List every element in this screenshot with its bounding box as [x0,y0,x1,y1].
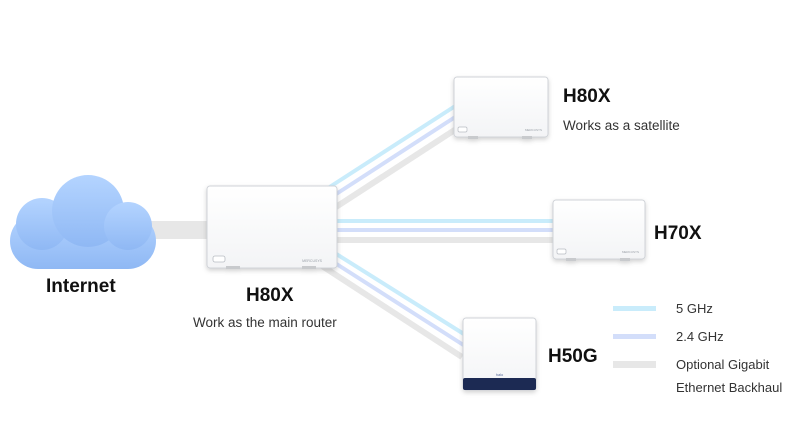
link-to-satellite-h70x [336,219,556,243]
main-router-role: Work as the main router [193,315,337,330]
brand-mark: MERCUSYS [622,250,639,254]
status-led-icon [212,255,226,263]
legend-swatch-5ghz [613,306,656,311]
status-led-icon [556,248,567,255]
legend-label-ethernet-line2: Ethernet Backhaul [676,380,783,395]
main-router-model: H80X [246,285,294,306]
satellite-h50g-device [462,317,537,391]
brand-mark: MERCUSYS [302,259,323,263]
status-led-icon [457,126,468,133]
brand-mark: halo [496,372,504,377]
legend-label-5ghz: 5 GHz [676,301,713,316]
link-to-satellite-h50g [314,248,469,360]
link-24ghz [328,108,468,200]
satellite-h50g-model: H50G [548,346,598,367]
link-to-satellite-h80x [323,99,472,210]
link-5ghz [323,99,465,192]
satellite-h70x-model: H70X [654,223,702,244]
internet-ethernet-link [148,221,212,239]
legend-swatch-ethernet [613,361,656,368]
link-ethernet [314,259,464,360]
internet-label: Internet [46,276,116,297]
satellite-h80x-device [453,76,549,139]
link-ethernet [334,117,472,210]
legend-label-ethernet: Optional Gigabit [676,357,770,372]
satellite-h80x-role: Works as a satellite [563,118,680,133]
satellite-h80x-model: H80X [563,86,611,107]
link-5ghz [328,248,469,338]
brand-mark: MERCUSYS [525,128,542,132]
internet-cloud-icon [10,175,156,269]
link-24ghz [322,254,467,348]
satellite-h70x-device [552,199,646,261]
main-router-device [206,185,338,269]
legend-label-24ghz: 2.4 GHz [676,329,724,344]
legend-swatch-24ghz [613,334,656,339]
